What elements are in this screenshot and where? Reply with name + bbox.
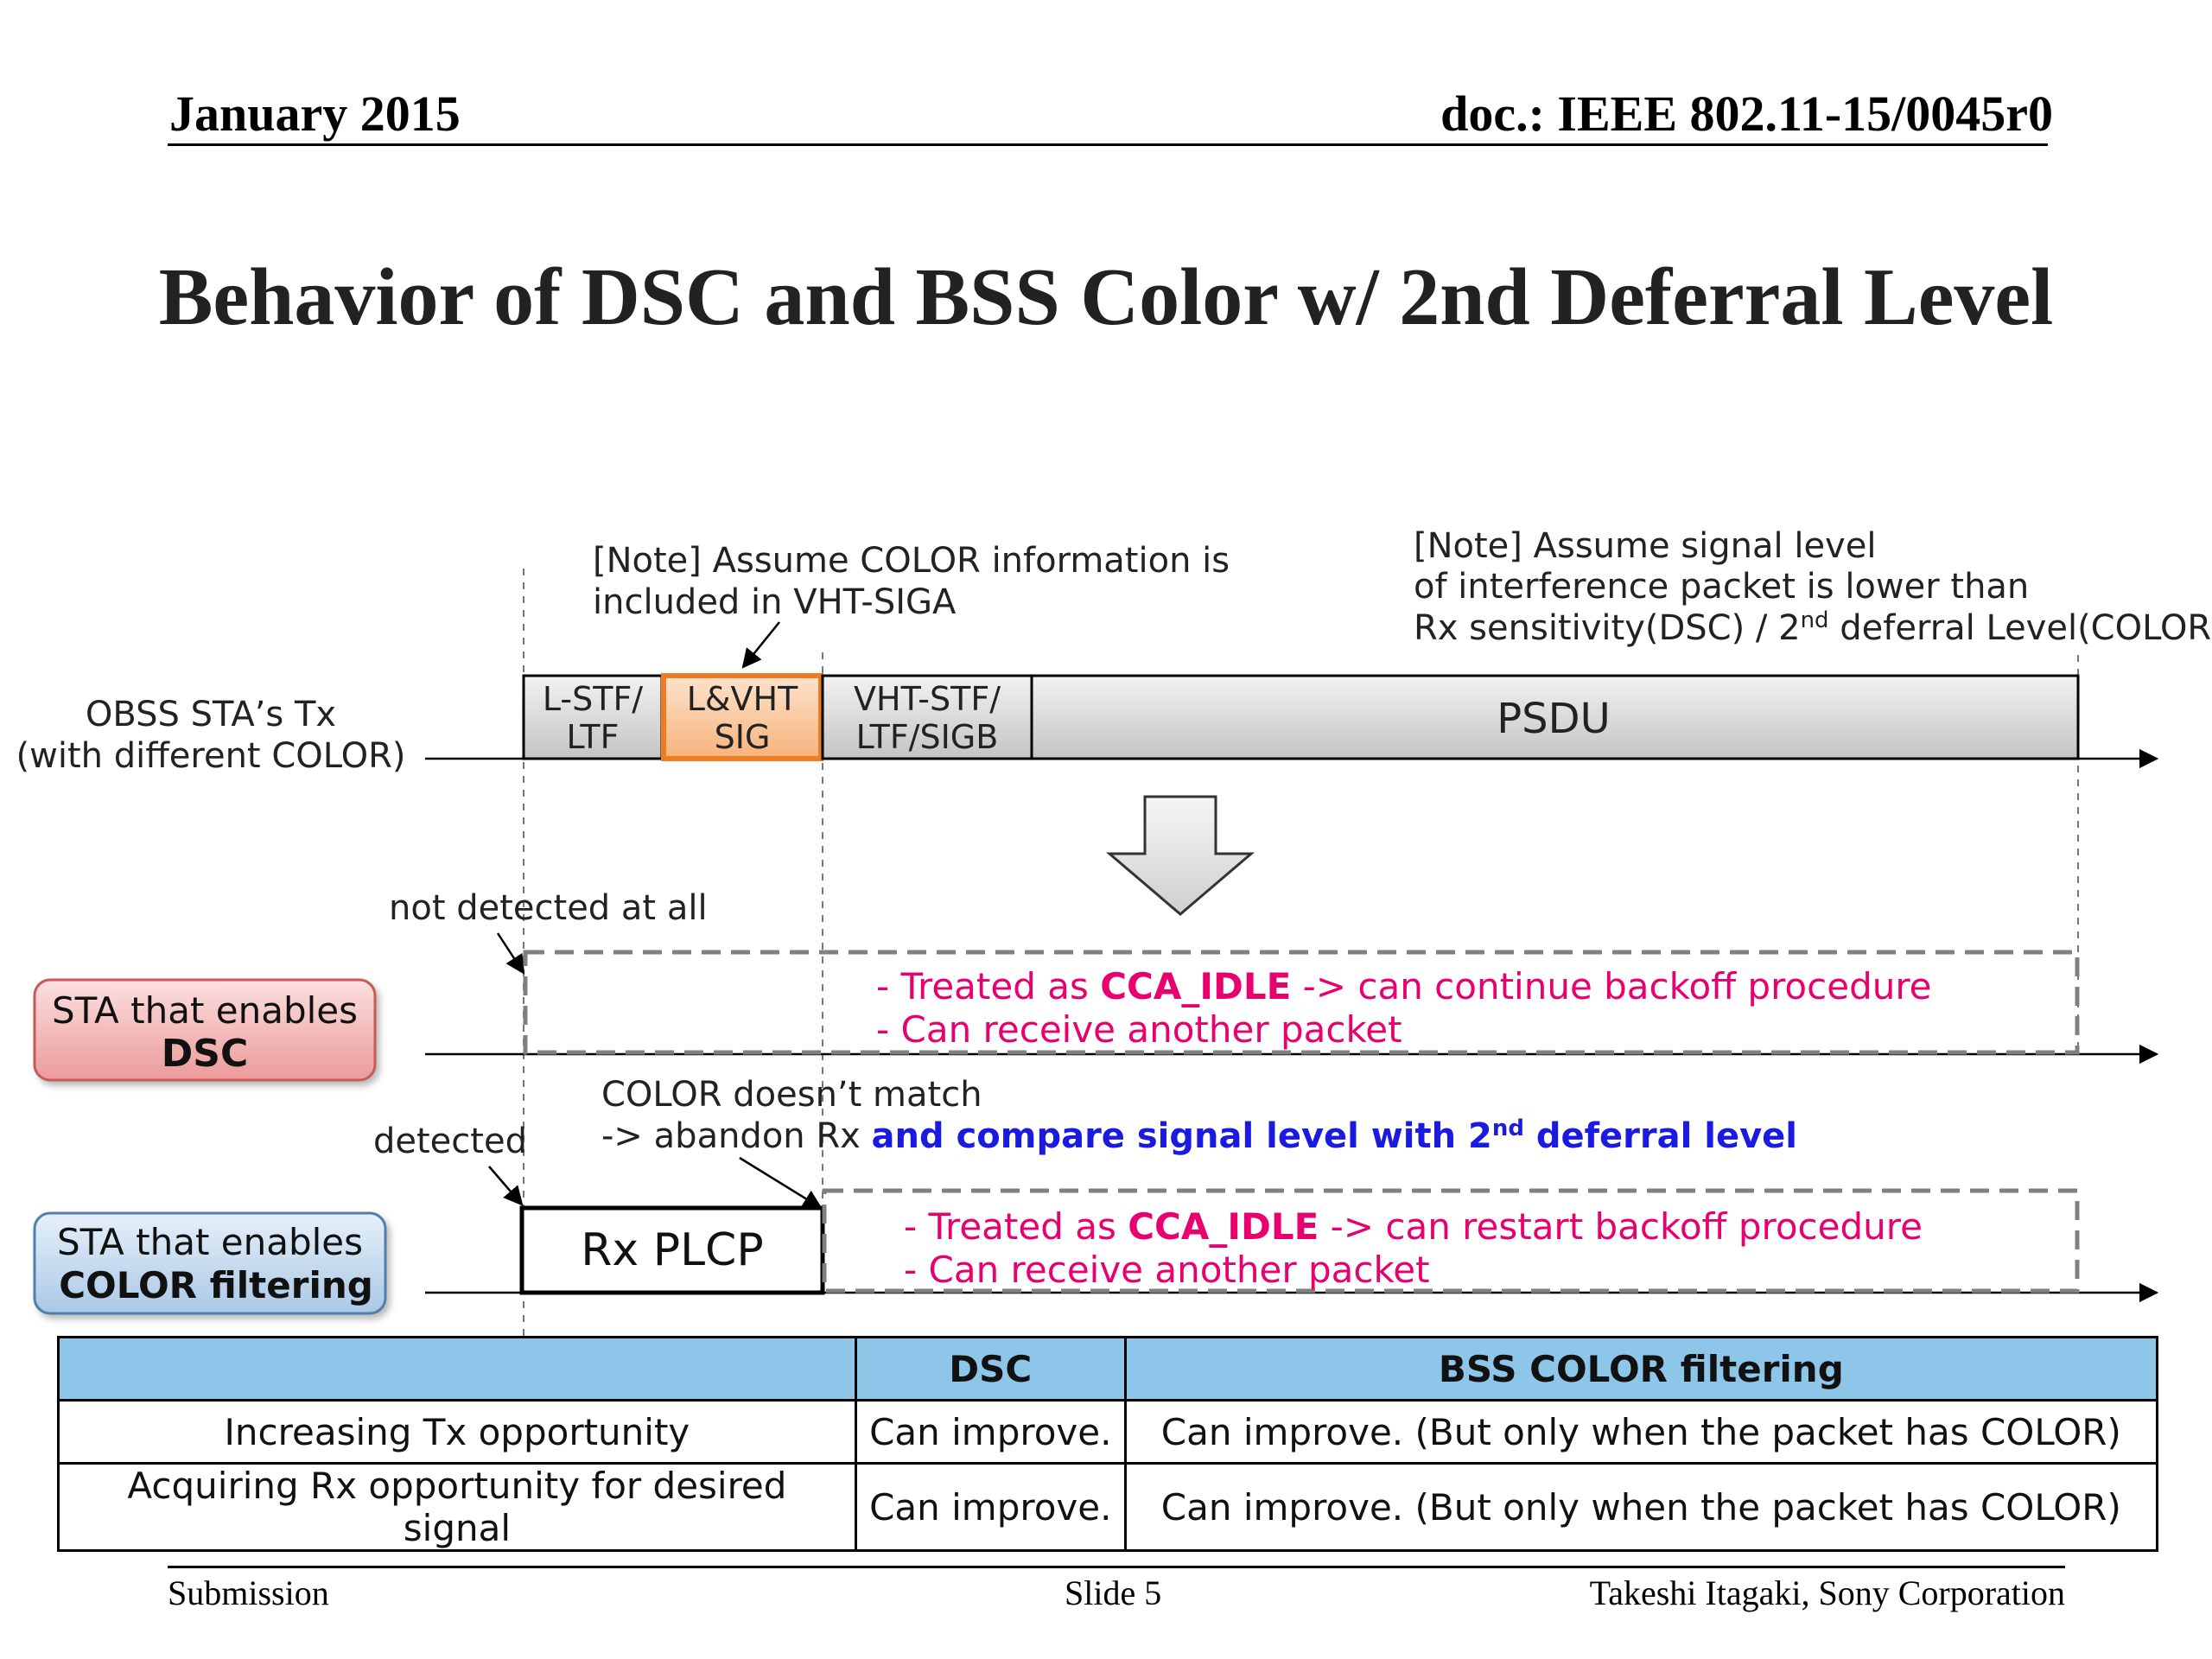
table-header-bss-color: BSS COLOR filtering xyxy=(1123,1336,2159,1402)
note-signal-line2: of interference packet is lower than xyxy=(1414,567,2029,607)
note-color-arrow xyxy=(741,621,780,669)
color-mismatch-line2: -> abandon Rx and compare signal level w… xyxy=(601,1116,1797,1156)
detected-arrow xyxy=(488,1166,524,1206)
color-box-line1: STA that enables xyxy=(57,1221,363,1263)
detected-label: detected xyxy=(373,1122,527,1161)
dsc-idle-window xyxy=(523,950,2080,1055)
not-detected-label: not detected at all xyxy=(389,888,708,928)
table-row: Acquiring Rx opportunity for desired sig… xyxy=(57,1462,2159,1552)
footer-rule xyxy=(168,1566,2065,1568)
note-signal-line3: Rx sensitivity(DSC) / 2nd deferral Level… xyxy=(1414,607,2212,648)
table-cell-aspect: Increasing Tx opportunity xyxy=(57,1399,857,1465)
table-cell-bss-color: Can improve. (But only when the packet h… xyxy=(1123,1399,2159,1465)
field-vhtstf-line2: LTF/SIGB xyxy=(856,718,999,756)
table-cell-bss-color: Can improve. (But only when the packet h… xyxy=(1123,1462,2159,1552)
not-detected-arrow xyxy=(496,932,525,975)
comparison-table: DSC BSS COLOR filtering Increasing Tx op… xyxy=(57,1336,2159,1552)
dsc-box-line1: STA that enables xyxy=(52,989,358,1032)
table-header-row: DSC BSS COLOR filtering xyxy=(57,1336,2159,1402)
obss-label-line1: OBSS STA’s Tx xyxy=(86,695,336,734)
header-date: January 2015 xyxy=(169,86,461,142)
down-arrow-icon xyxy=(1105,795,1255,916)
color-box-line2: COLOR filtering xyxy=(59,1264,373,1306)
dsc-box-line2: DSC xyxy=(162,1032,249,1076)
table-cell-dsc: Can improve. xyxy=(854,1399,1127,1465)
field-lstf xyxy=(522,674,664,760)
dsc-text-line1: - Treated as CCA_IDLE -> can continue ba… xyxy=(876,965,1932,1007)
footer-submission: Submission xyxy=(168,1573,329,1612)
color-text-line2: - Can receive another packet xyxy=(904,1249,1430,1291)
table-cell-aspect: Acquiring Rx opportunity for desired sig… xyxy=(57,1462,857,1552)
field-lvht-sig xyxy=(661,673,823,761)
table-cell-dsc: Can improve. xyxy=(854,1462,1127,1552)
field-psdu xyxy=(1030,674,2080,760)
obss-label-line2: (with different COLOR) xyxy=(16,736,406,776)
note-signal-line1: [Note] Assume signal level xyxy=(1414,526,1876,566)
table-header-blank xyxy=(57,1336,857,1402)
field-lvht-line2: SIG xyxy=(715,718,771,756)
color-idle-window xyxy=(822,1188,2080,1294)
field-lstf-line1: L-STF/ xyxy=(543,680,643,718)
color-mismatch-arrow xyxy=(739,1156,823,1210)
field-psdu-label: PSDU xyxy=(1497,695,1611,743)
field-vhtstf-line1: VHT-STF/ xyxy=(854,680,1001,718)
note-color-line1: [Note] Assume COLOR information is xyxy=(593,541,1230,581)
header-rule xyxy=(168,143,2048,146)
note-color-line2: included in VHT-SIGA xyxy=(593,582,957,622)
footer-slide-number: Slide 5 xyxy=(1065,1573,1162,1612)
rx-plcp-label: Rx PLCP xyxy=(581,1224,763,1276)
table-header-dsc: DSC xyxy=(854,1336,1127,1402)
footer-author: Takeshi Itagaki, Sony Corporation xyxy=(1589,1573,2065,1612)
header-doc-id: doc.: IEEE 802.11-15/0045r0 xyxy=(1440,86,2053,142)
dsc-sta-box xyxy=(33,978,377,1082)
color-text-line1: - Treated as CCA_IDLE -> can restart bac… xyxy=(904,1205,1923,1248)
dsc-text-line2: - Can receive another packet xyxy=(876,1008,1402,1051)
color-sta-box xyxy=(33,1211,387,1315)
table-row: Increasing Tx opportunity Can improve. C… xyxy=(57,1399,2159,1465)
slide-title: Behavior of DSC and BSS Color w/ 2nd Def… xyxy=(158,252,2054,342)
field-lvht-line1: L&VHT xyxy=(687,680,798,718)
field-lstf-line2: LTF xyxy=(566,718,619,756)
color-mismatch-line1: COLOR doesn’t match xyxy=(601,1075,982,1115)
